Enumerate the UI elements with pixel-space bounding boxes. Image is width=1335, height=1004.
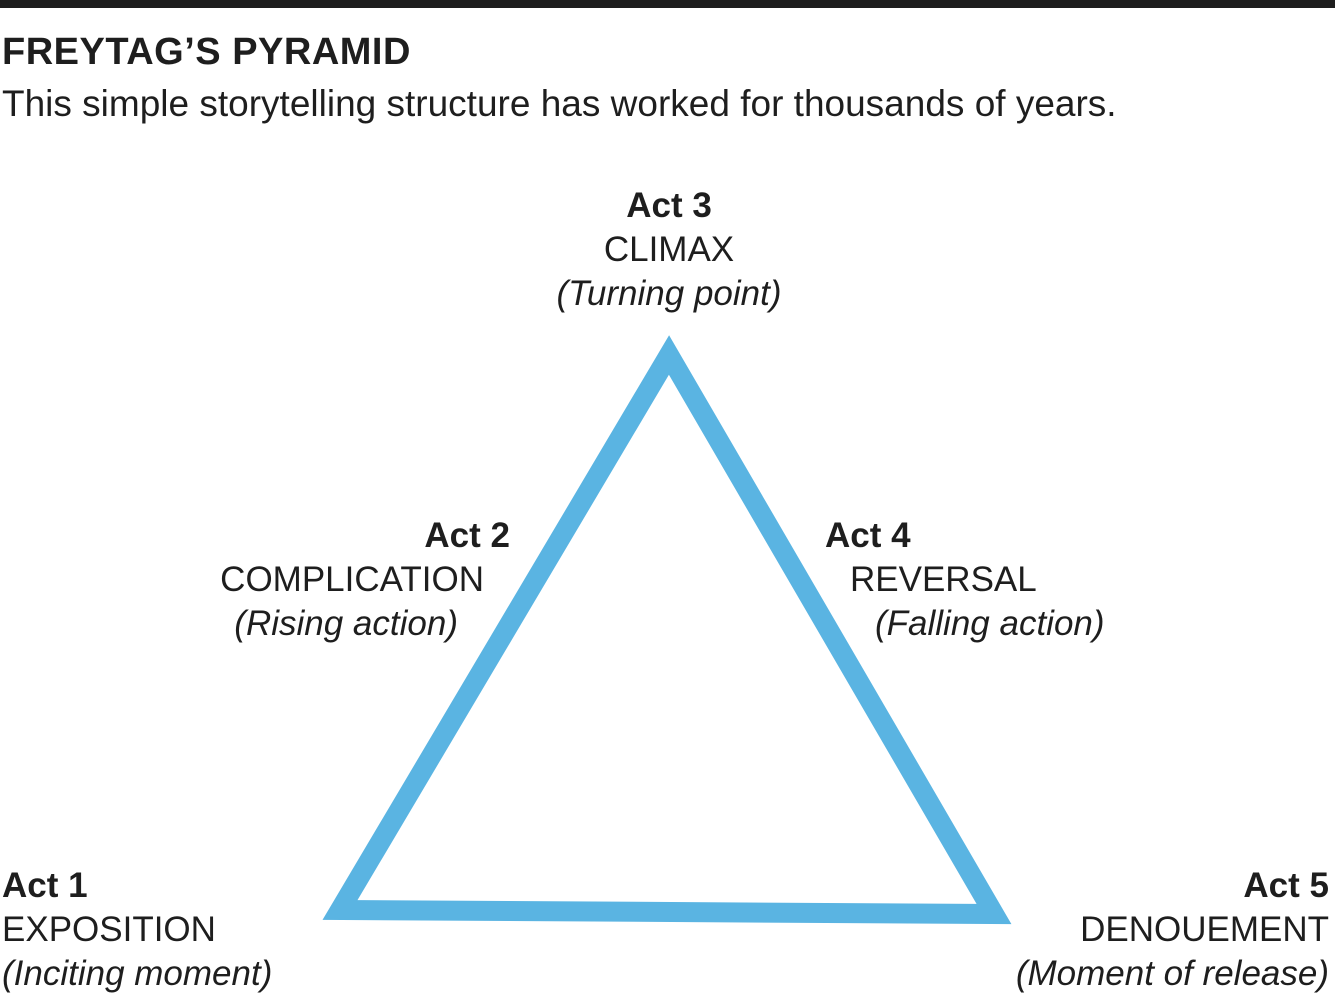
pyramid-triangle [322,335,1012,925]
act-3-name: CLIMAX [603,230,735,269]
act-2-label: Act 2 COMPLICATION (Rising action) [0,514,510,646]
top-rule [0,0,1335,8]
act-4-number: Act 4 [825,516,911,555]
act-3-number: Act 3 [626,186,712,225]
act-4-name: REVERSAL [850,560,1037,599]
diagram-subtitle: This simple storytelling structure has w… [2,83,1117,124]
act-5-label: Act 5 DENOUEMENT (Moment of release) [905,864,1329,996]
act-2-number: Act 2 [424,516,510,555]
act-5-number: Act 5 [1243,866,1329,905]
act-4-label: Act 4 REVERSAL (Falling action) [825,514,1325,646]
act-1-label: Act 1 EXPOSITION (Inciting moment) [2,864,422,996]
act-3-label: Act 3 CLIMAX (Turning point) [469,184,869,316]
act-2-description: (Rising action) [234,604,458,643]
act-4-description: (Falling action) [875,604,1105,643]
act-3-description: (Turning point) [556,274,782,313]
act-5-name: DENOUEMENT [1080,910,1329,949]
diagram-title: FREYTAG’S PYRAMID [2,31,411,73]
act-1-description: (Inciting moment) [2,954,273,993]
act-2-name: COMPLICATION [220,560,484,599]
act-1-name: EXPOSITION [2,910,216,949]
act-5-description: (Moment of release) [1015,954,1329,993]
act-1-number: Act 1 [2,866,88,905]
